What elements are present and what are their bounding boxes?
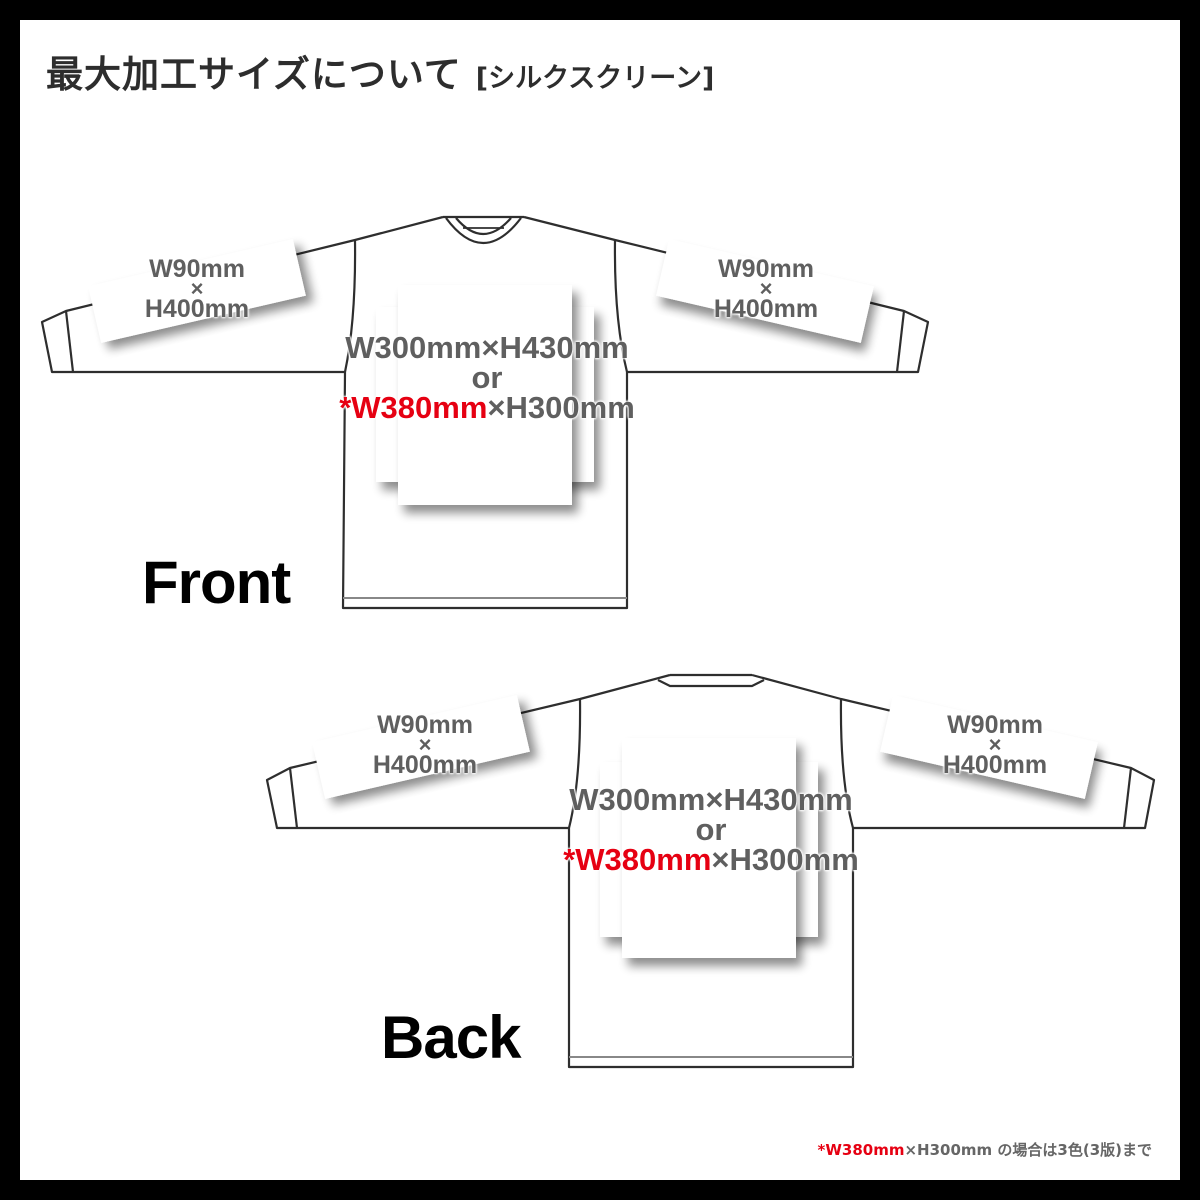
option-2-rest: ×H300mm	[487, 390, 635, 425]
footnote-highlight: *W380mm	[817, 1141, 905, 1159]
sleeve-height: H400mm	[942, 751, 1048, 779]
times-sign: ×	[759, 276, 773, 301]
front-body-size: W300mm×H430mm or *W380mm×H300mm	[317, 330, 657, 425]
back-shirt-outline	[265, 673, 1156, 1069]
front-left-sleeve-print-area	[88, 239, 306, 343]
page-title: 最大加工サイズについて [シルクスクリーン]	[46, 44, 714, 98]
sleeve-height: H400mm	[713, 295, 819, 323]
front-right-sleeve-size: W90mm × H400mm	[666, 255, 866, 323]
front-view-label: Front	[142, 549, 291, 616]
sleeve-width: W90mm	[718, 255, 814, 283]
times-sign: ×	[418, 732, 432, 757]
front-print-areas	[88, 239, 874, 505]
footnote: *W380mm×H300mm の場合は3色(3版)まで	[818, 1139, 1152, 1160]
back-print-areas	[312, 695, 1098, 958]
sleeve-width: W90mm	[377, 711, 473, 739]
sleeve-height: H400mm	[144, 295, 250, 323]
back-left-sleeve-size: W90mm × H400mm	[325, 711, 525, 779]
sleeve-height: H400mm	[372, 751, 478, 779]
back-left-sleeve-print-area	[312, 695, 530, 799]
option-2-rest: ×H300mm	[711, 842, 859, 877]
body-size-option-1: W300mm×H430mm	[345, 330, 629, 365]
footnote-text: ×H300mm の場合は3色(3版)まで	[904, 1141, 1152, 1159]
front-left-sleeve-size: W90mm × H400mm	[97, 255, 297, 323]
title-main: 最大加工サイズについて	[46, 53, 462, 96]
times-sign: ×	[988, 732, 1002, 757]
or-separator: or	[471, 360, 503, 395]
back-right-sleeve-print-area	[880, 695, 1098, 799]
sleeve-width: W90mm	[947, 711, 1043, 739]
front-shirt-outline	[40, 215, 930, 610]
front-print-area-tall	[398, 285, 572, 505]
page-frame	[20, 20, 1180, 1180]
title-method: [シルクスクリーン]	[475, 63, 715, 94]
body-size-option-2: *W380mm×H300mm	[541, 842, 881, 877]
front-right-sleeve-print-area	[656, 239, 874, 343]
body-size-option-1: W300mm×H430mm	[569, 782, 853, 817]
or-separator: or	[695, 812, 727, 847]
highlight-width: *W380mm	[563, 842, 712, 877]
times-sign: ×	[190, 276, 204, 301]
back-view-label: Back	[381, 1004, 521, 1071]
back-right-sleeve-size: W90mm × H400mm	[895, 711, 1095, 779]
back-print-area-tall	[622, 738, 796, 958]
body-size-option-2: *W380mm×H300mm	[317, 390, 657, 425]
highlight-width: *W380mm	[339, 390, 488, 425]
back-body-size: W300mm×H430mm or *W380mm×H300mm	[541, 782, 881, 877]
sleeve-width: W90mm	[149, 255, 245, 283]
